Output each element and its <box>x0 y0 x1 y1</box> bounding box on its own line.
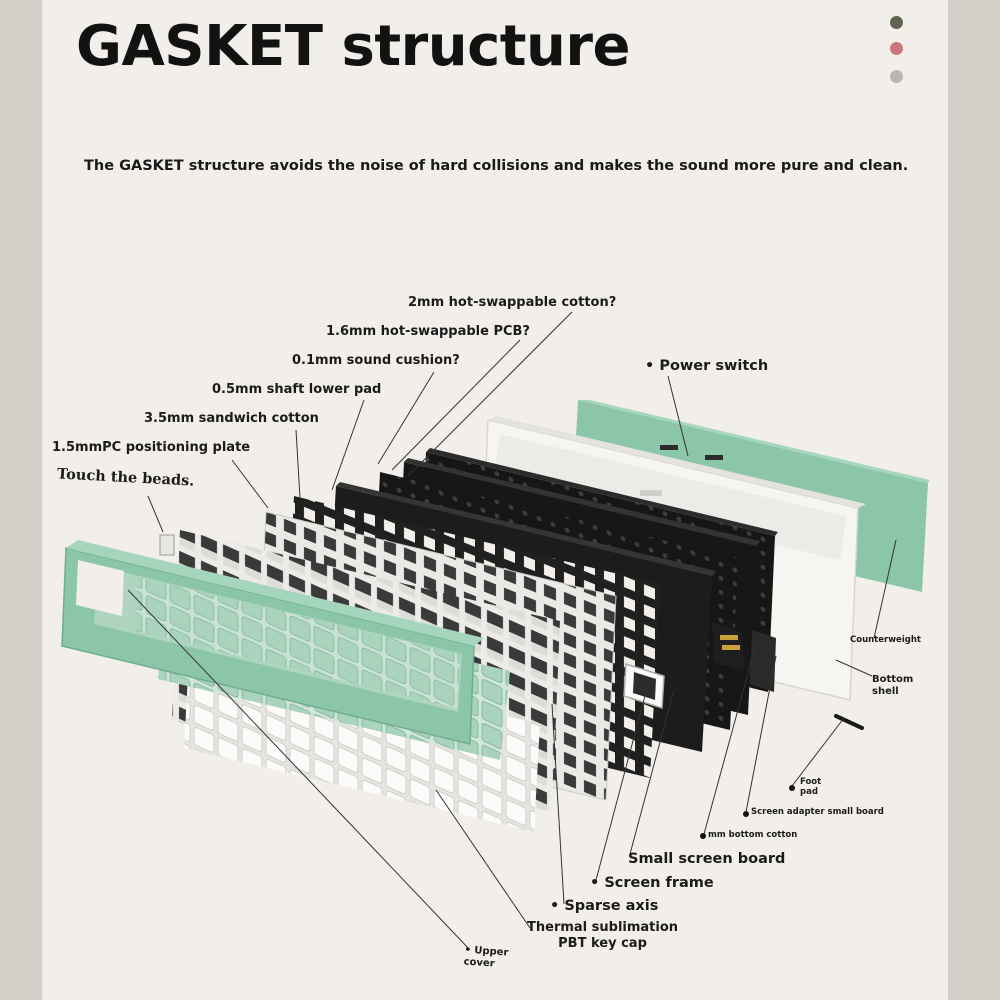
label-hot-swap-cotton: 2mm hot-swappable cotton? <box>408 295 617 310</box>
left-margin <box>0 0 42 1000</box>
page-subtitle: The GASKET structure avoids the noise of… <box>84 158 909 174</box>
label-screen-adapter: Screen adapter small board <box>751 807 884 817</box>
label-screen-frame: • Screen frame <box>590 875 714 891</box>
page-title: GASKET structure <box>76 14 631 79</box>
color-dot-rose[interactable] <box>890 42 903 55</box>
leader-lines <box>127 311 897 951</box>
foot-pad-shape <box>834 714 864 730</box>
label-bottom-shell: Bottom shell <box>872 674 914 697</box>
screen-frame <box>623 622 776 710</box>
label-sparse-axis: • Sparse axis <box>550 898 659 914</box>
label-small-screen-board: Small screen board <box>628 851 786 867</box>
color-dot-olive[interactable] <box>890 16 903 29</box>
label-foot-pad: Foot pad <box>800 777 822 797</box>
right-margin <box>948 0 1000 1000</box>
leader-dots <box>700 785 795 839</box>
label-counterweight: Counterweight <box>850 635 921 645</box>
color-dot-grey[interactable] <box>890 70 903 83</box>
touch-bead-part <box>159 534 175 556</box>
upper-cover <box>61 540 484 745</box>
label-upper-cover: • Upper cover <box>463 944 509 970</box>
label-bottom-cotton: mm bottom cotton <box>708 830 798 840</box>
label-sandwich-cotton: 3.5mm sandwich cotton <box>144 411 319 426</box>
label-sound-cushion: 0.1mm sound cushion? <box>292 353 460 368</box>
label-hot-swap-pcb: 1.6mm hot-swappable PCB? <box>326 324 530 339</box>
label-power-switch: • Power switch <box>645 358 769 374</box>
label-shaft-lower-pad: 0.5mm shaft lower pad <box>212 382 382 397</box>
label-keycap: Thermal sublimation PBT key cap <box>527 920 679 952</box>
label-positioning-plate: 1.5mmPC positioning plate <box>52 440 251 455</box>
